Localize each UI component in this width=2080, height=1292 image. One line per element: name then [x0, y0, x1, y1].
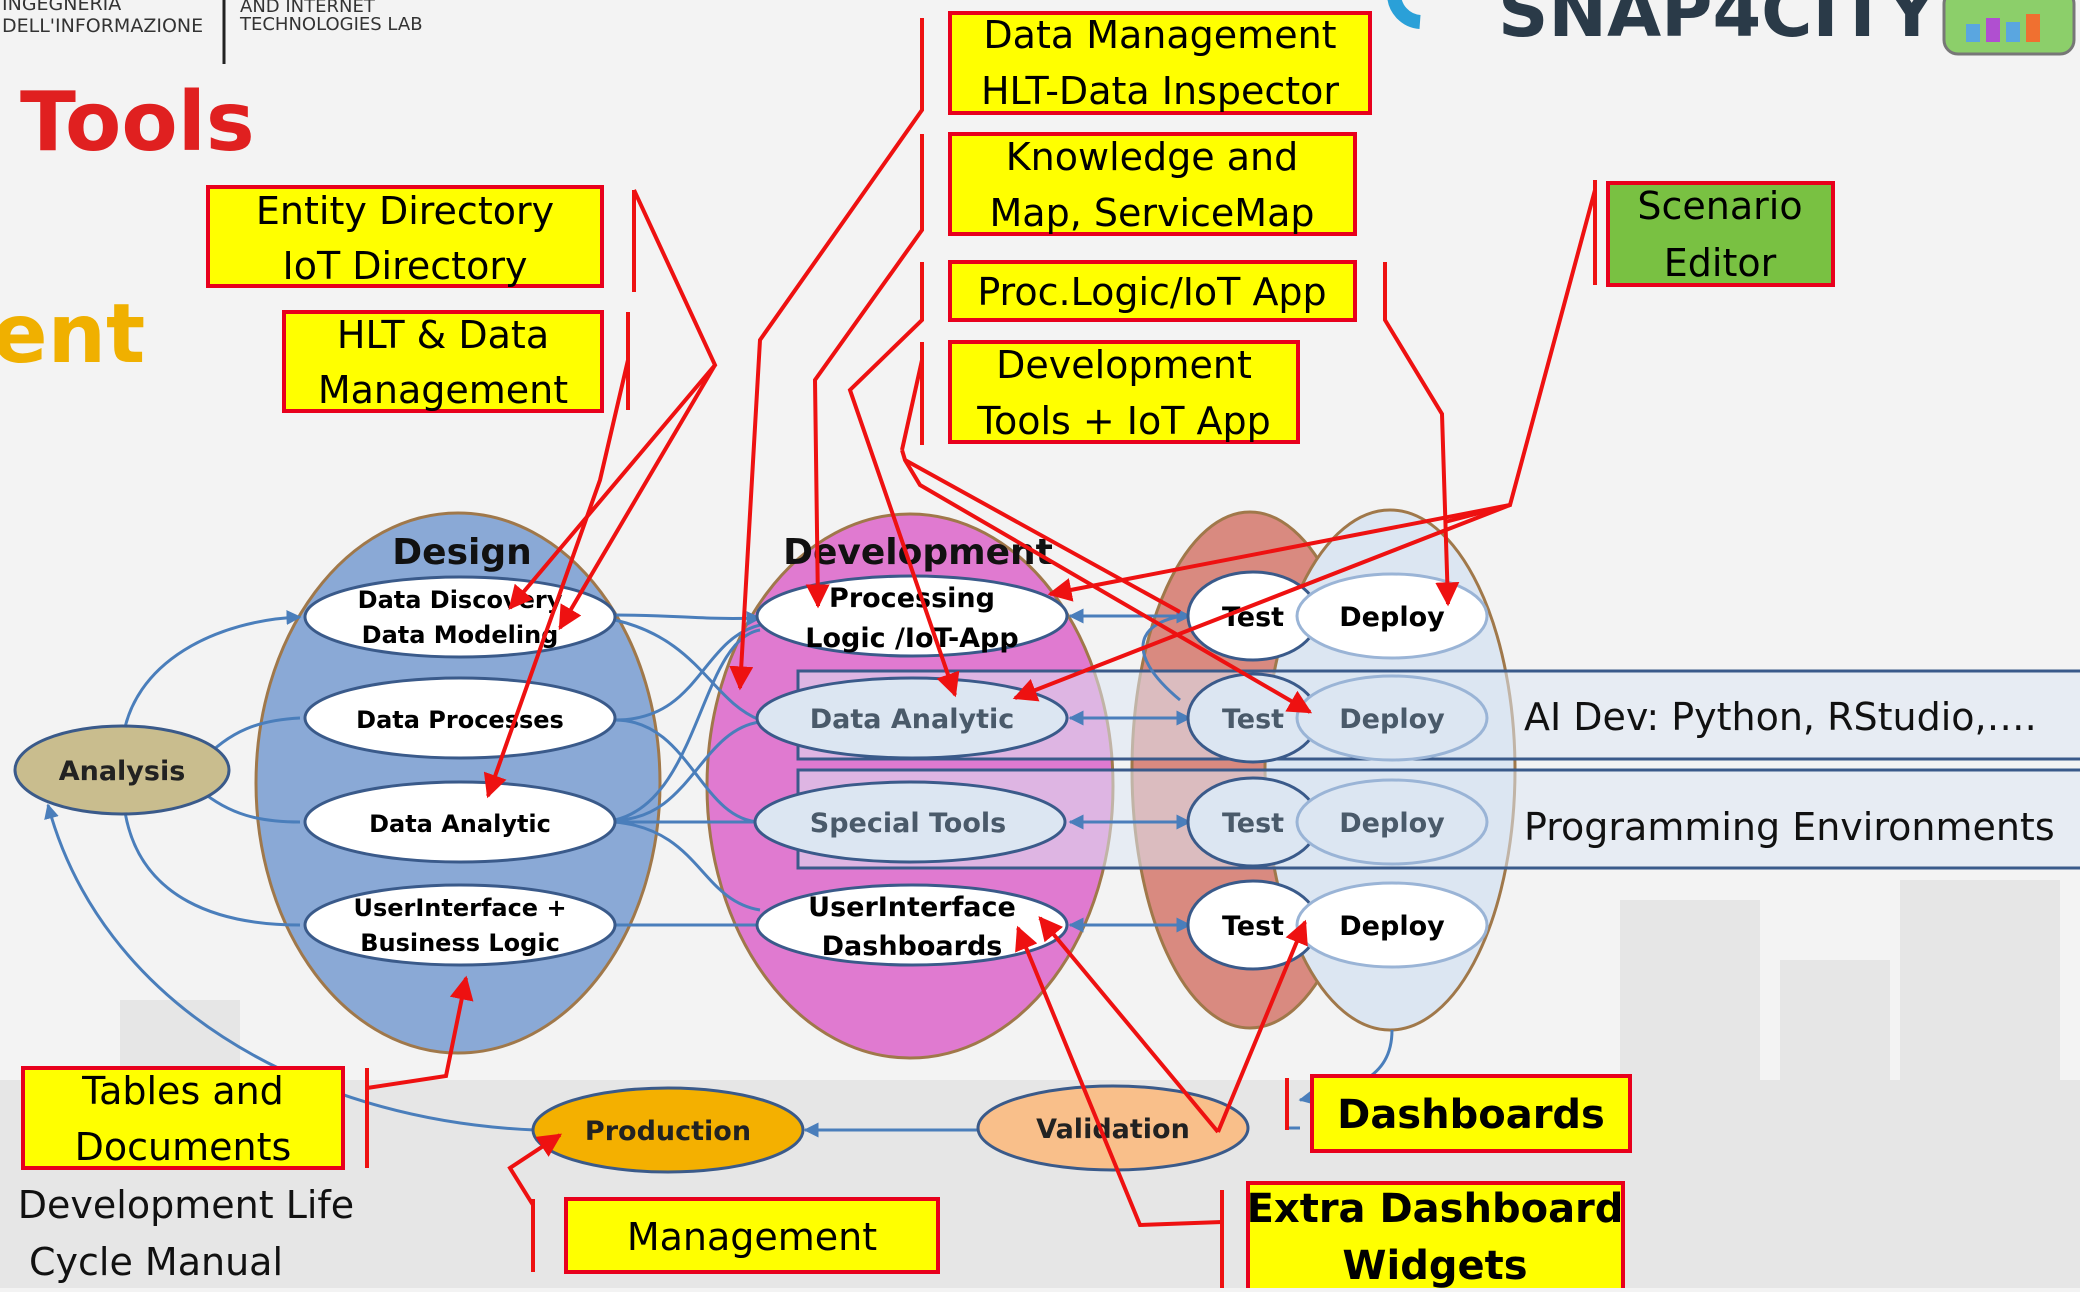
- knowledge-map-line-1: Knowledge and: [1006, 135, 1298, 179]
- test-2-label: Test: [1222, 704, 1284, 735]
- design-phase-label: Design: [392, 532, 531, 573]
- dev-dashboards-line-2: Dashboards: [822, 931, 1003, 962]
- analysis-label: Analysis: [59, 756, 186, 787]
- page-subtitle-fragment: ent: [0, 287, 145, 382]
- validation-label: Validation: [1036, 1114, 1190, 1145]
- brand-logo: SNAP4CITY: [1387, 0, 2076, 56]
- deploy-3-label: Deploy: [1339, 808, 1445, 839]
- node-dev-processing[interactable]: Processing Logic /IoT-App: [755, 574, 1069, 658]
- callout-management: Management: [564, 1197, 940, 1274]
- dev-special-tools-label: Special Tools: [810, 808, 1006, 839]
- management-label: Management: [627, 1215, 877, 1259]
- entity-directory-line-1: Entity Directory: [256, 189, 554, 233]
- extra-widgets-line-1: Extra Dashboard: [1247, 1186, 1624, 1232]
- tables-documents-line-1: Tables and: [81, 1069, 284, 1113]
- design-analytic-label: Data Analytic: [369, 810, 551, 838]
- test-4-label: Test: [1222, 911, 1284, 942]
- brand-name: SNAP4CITY: [1498, 0, 1938, 53]
- callout-extra-widgets: Extra Dashboard Widgets: [1246, 1181, 1625, 1292]
- programming-env-label: Programming Environments: [1524, 805, 2055, 849]
- dev-processing-line-2: Logic /IoT-App: [805, 623, 1018, 654]
- callout-hlt-data-management: HLT & Data Management: [282, 310, 604, 413]
- hlt-data-management-line-2: Management: [318, 368, 568, 412]
- callout-proc-logic: Proc.Logic/IoT App: [948, 260, 1357, 322]
- node-deploy-4[interactable]: Deploy: [1295, 881, 1489, 969]
- lab-line-1: AND INTERNET: [240, 0, 376, 17]
- dashboards-label: Dashboards: [1337, 1092, 1605, 1138]
- callout-data-management: Data Management HLT-Data Inspector: [948, 11, 1372, 115]
- tables-documents-line-2: Documents: [75, 1125, 292, 1169]
- design-ui-line-2: Business Logic: [360, 929, 560, 957]
- node-design-ui[interactable]: UserInterface + Business Logic: [303, 883, 617, 967]
- hlt-data-management-line-1: HLT & Data: [337, 313, 549, 357]
- node-analysis[interactable]: Analysis: [13, 724, 231, 816]
- dev-processing-line-1: Processing: [829, 583, 995, 614]
- scenario-editor-line-2: Editor: [1664, 241, 1777, 285]
- node-design-analytic[interactable]: Data Analytic: [303, 780, 617, 864]
- dev-tools-line-2: Tools + IoT App: [976, 399, 1271, 443]
- callout-tables-documents: Tables and Documents: [21, 1066, 345, 1170]
- dev-tools-line-1: Development: [996, 343, 1252, 387]
- node-dev-dashboards[interactable]: UserInterface Dashboards: [755, 883, 1069, 967]
- flow-connectors: [44, 608, 1394, 1138]
- dev-analytic-label: Data Analytic: [810, 704, 1015, 735]
- institution-line-1: INGEGNERIA: [2, 0, 121, 15]
- scenario-editor-line-1: Scenario: [1637, 184, 1802, 228]
- deploy-4-label: Deploy: [1339, 911, 1445, 942]
- callout-knowledge-map: Knowledge and Map, ServiceMap: [948, 132, 1357, 236]
- node-design-processes[interactable]: Data Processes: [303, 676, 617, 760]
- design-processes-label: Data Processes: [356, 706, 564, 734]
- node-production[interactable]: Production: [531, 1086, 805, 1174]
- design-discovery-line-1: Data Discovery: [358, 586, 563, 614]
- node-deploy-1[interactable]: Deploy: [1295, 572, 1489, 660]
- data-management-line-1: Data Management: [983, 13, 1336, 57]
- dev-dashboards-line-1: UserInterface: [808, 892, 1016, 923]
- design-ui-line-1: UserInterface +: [353, 894, 566, 922]
- knowledge-map-line-2: Map, ServiceMap: [990, 191, 1315, 235]
- deploy-2-label: Deploy: [1339, 704, 1445, 735]
- entity-directory-line-2: IoT Directory: [283, 244, 528, 288]
- deploy-1-label: Deploy: [1339, 602, 1445, 633]
- production-label: Production: [585, 1116, 751, 1147]
- development-phase-label: Development: [783, 532, 1053, 573]
- proc-logic-label: Proc.Logic/IoT App: [977, 270, 1326, 314]
- page-title-fragment: Tools: [20, 75, 255, 170]
- manual-line-1: Development Life: [18, 1183, 354, 1227]
- node-validation[interactable]: Validation: [976, 1084, 1250, 1172]
- callout-arrows: [365, 18, 1597, 1288]
- node-dev-analytic[interactable]: Data Analytic: [755, 676, 1069, 760]
- extra-widgets-line-2: Widgets: [1342, 1243, 1527, 1288]
- node-design-discovery[interactable]: Data Discovery Data Modeling: [303, 575, 617, 659]
- callout-dashboards: Dashboards: [1310, 1074, 1632, 1153]
- lab-line-2: TECHNOLOGIES LAB: [239, 14, 423, 35]
- institution-line-2: DELL'INFORMAZIONE: [2, 15, 203, 37]
- callout-scenario-editor: Scenario Editor: [1606, 181, 1835, 287]
- node-dev-special-tools[interactable]: Special Tools: [753, 780, 1067, 864]
- node-deploy-2[interactable]: Deploy: [1295, 674, 1489, 762]
- manual-line-2: Cycle Manual: [29, 1240, 283, 1284]
- callout-entity-directory: Entity Directory IoT Directory: [206, 185, 604, 288]
- callout-dev-tools: Development Tools + IoT App: [948, 340, 1300, 444]
- test-3-label: Test: [1222, 808, 1284, 839]
- brand-mark-icon: [1387, 0, 1421, 29]
- data-management-line-2: HLT-Data Inspector: [981, 69, 1339, 113]
- node-deploy-3[interactable]: Deploy: [1295, 778, 1489, 866]
- institution-logo: INGEGNERIA DELL'INFORMAZIONE AND INTERNE…: [2, 0, 423, 64]
- design-discovery-line-2: Data Modeling: [362, 621, 559, 649]
- ai-dev-label: AI Dev: Python, RStudio,….: [1524, 695, 2037, 739]
